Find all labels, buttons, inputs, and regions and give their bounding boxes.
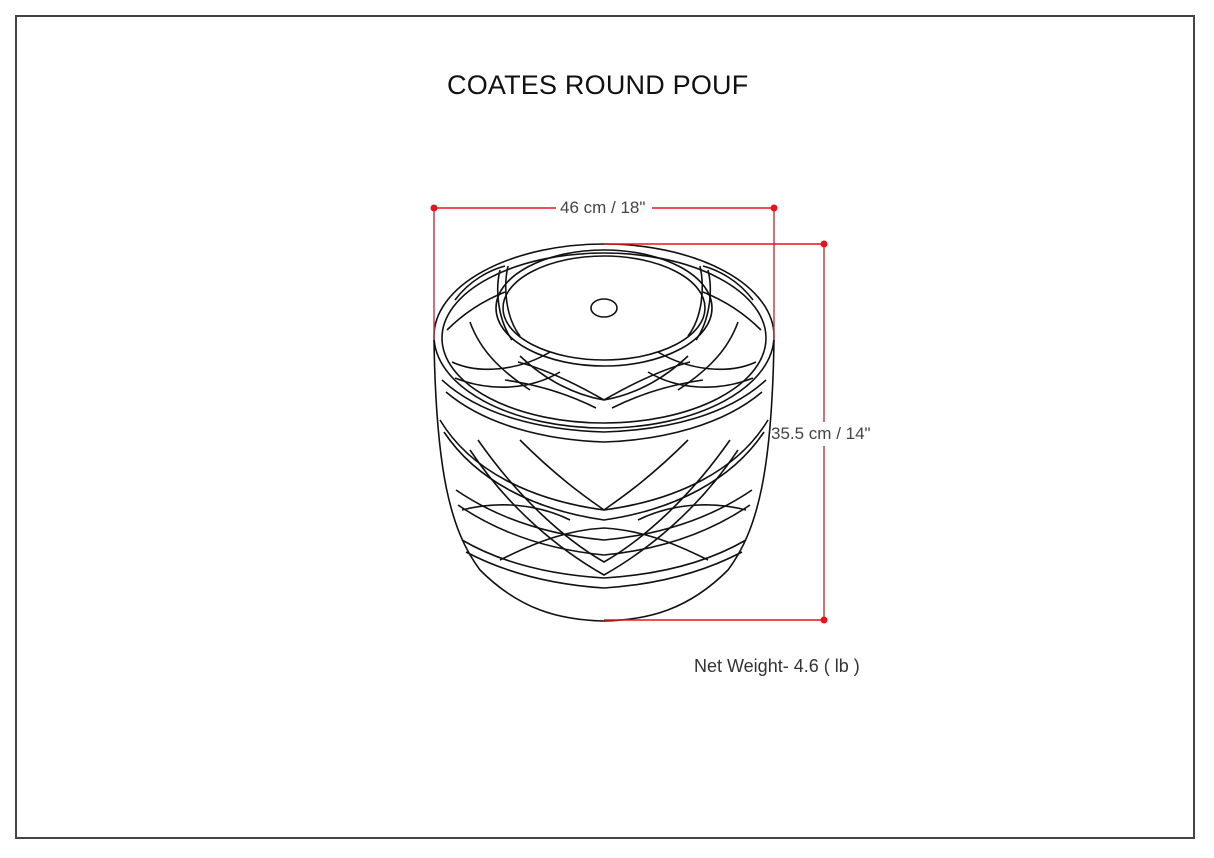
dimension-lines: [430, 204, 828, 624]
product-title: COATES ROUND POUF: [447, 70, 749, 100]
net-weight-label: Net Weight- 4.6 ( lb ): [694, 656, 860, 676]
drawing-sheet-border: [15, 15, 1195, 839]
height-dimension-label: 35.5 cm / 14": [771, 422, 871, 446]
width-dimension-label: 46 cm / 18": [556, 198, 650, 218]
pouf-outline: [433, 243, 775, 622]
